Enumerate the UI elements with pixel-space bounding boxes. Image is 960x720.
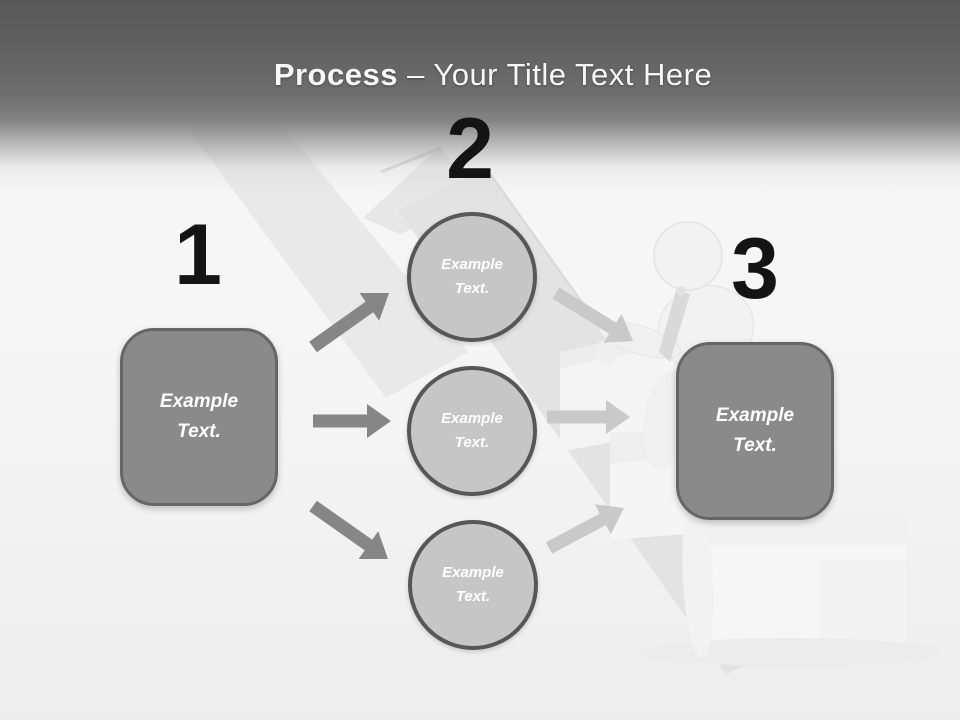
- step2-circle-bottom[interactable]: Example Text.: [408, 520, 538, 650]
- arrow-right-icon: [313, 404, 391, 438]
- dark-arrows: [309, 293, 391, 559]
- step1-text-box[interactable]: Example Text.: [120, 328, 278, 506]
- step-number-3[interactable]: 3: [731, 221, 779, 317]
- step2-circle-middle[interactable]: Example Text.: [407, 366, 537, 496]
- step2-circle-top[interactable]: Example Text.: [407, 212, 537, 342]
- light-arrows: [545, 287, 633, 554]
- step3-text: Example Text.: [715, 405, 795, 456]
- slide-title-rest: – Your Title Text Here: [407, 57, 713, 92]
- arrow-up-right-icon: [309, 293, 389, 353]
- arrow-down-right-light-icon: [552, 287, 633, 343]
- step-number-1[interactable]: 1: [174, 207, 222, 303]
- step-number-2[interactable]: 2: [446, 101, 494, 197]
- step1-text: Example Text.: [159, 391, 239, 442]
- step2-circle-bottom-text: Example Text.: [442, 564, 504, 605]
- slide-title-bold: Process: [273, 57, 398, 92]
- step2-circle-middle-text: Example Text.: [441, 410, 503, 451]
- slide-title[interactable]: Process – Your Title Text Here: [0, 56, 960, 94]
- arrow-up-right-light-icon: [545, 504, 624, 554]
- step3-text-box[interactable]: Example Text.: [676, 342, 834, 520]
- arrow-down-right-icon: [309, 500, 388, 559]
- arrow-right-light-icon: [547, 400, 630, 434]
- step2-circle-top-text: Example Text.: [441, 256, 503, 297]
